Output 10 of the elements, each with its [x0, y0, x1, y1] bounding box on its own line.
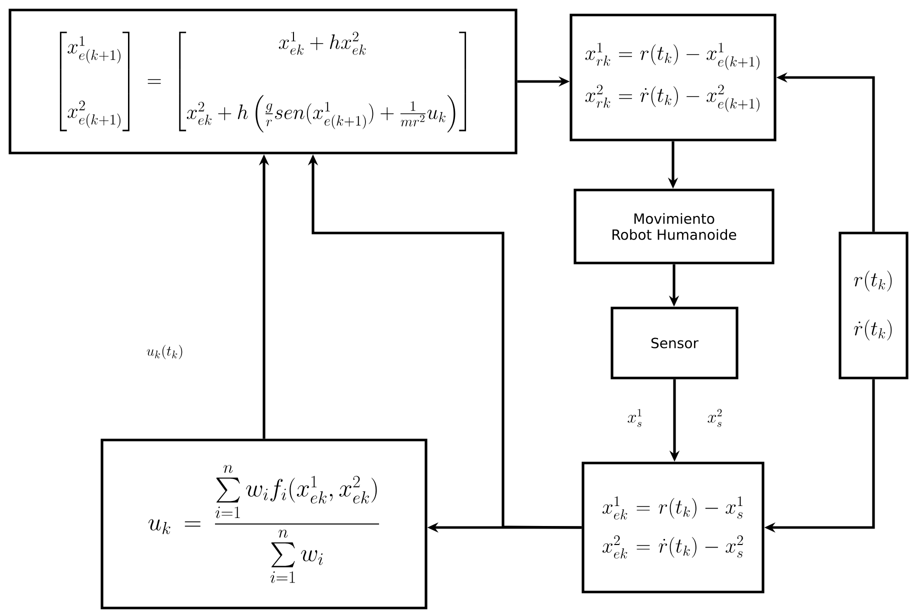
controller-box: $u_k = \frac{\sum\limits_{i=1}^{n} w_i f_i(x^1_{ek},x^2_{ek})}{\sum\limits_{i=1}^{n} w_i}$ — [100, 438, 428, 610]
signal-label: $x^1_s$ — [628, 408, 642, 427]
equation-box: $x^1_{rk} = r(t_k) - x^1_{e(k+1)}$ $x^2_{rk} = \dot{r}(t_k) - x^2_{e(k+1)}$ — [570, 14, 776, 142]
model-box: $\begin{bmatrix} x^1_{e(k+1)} \\[3.2ex] x^2_{e(k+1)} \end{bmatrix} = \begin{bmatrix} x^1_{ek}+hx^2_{ek} \\[3.2ex] x^2_{ek}+h\left(\frac{g}{r}sen(x^1_{e(k+1)})+\frac{1}{mr^2}u_k\right) \end{bmatrix}$ — [8, 8, 518, 154]
process-box: Sensor — [610, 306, 738, 380]
signal-label: $u_k(t_k)$ — [146, 344, 182, 360]
signal-label: $x^2_s$ — [708, 408, 722, 427]
process-box: Movimiento Robot Humanoide — [574, 188, 774, 264]
reference-box: $r(t_k)$ $\dot{r}(t_k)$ — [838, 232, 908, 380]
equation-box: $x^1_{ek} = r(t_k) - x^1_{s}$ $x^2_{ek} = \dot{r}(t_k) - x^2_{s}$ — [582, 462, 764, 594]
